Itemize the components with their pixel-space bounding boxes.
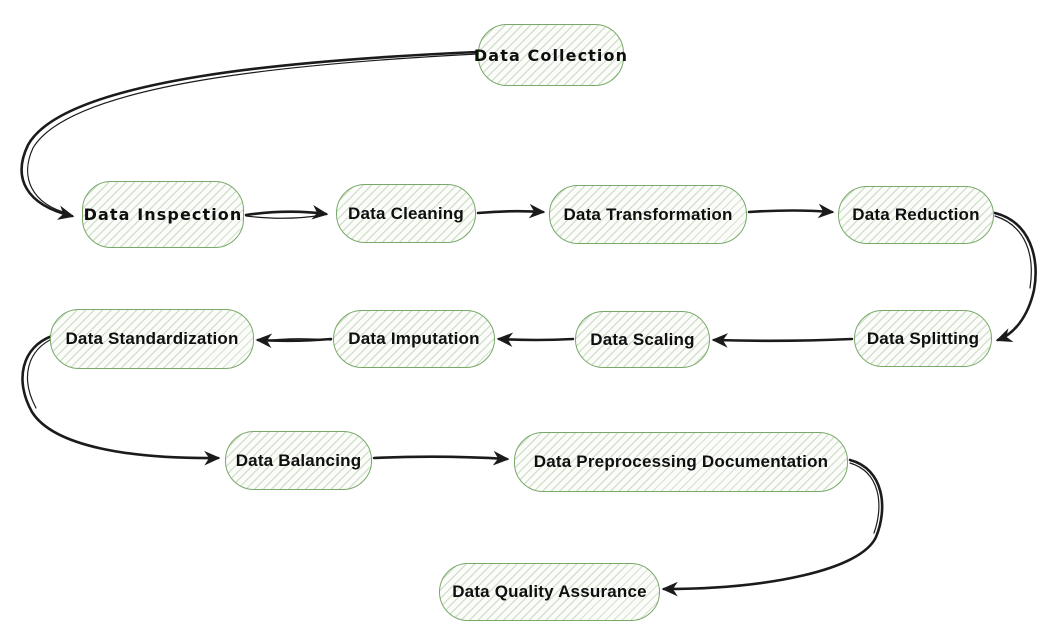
node-data-collection: Data Collection (474, 24, 627, 86)
node-data-quality-assurance-label: Data Quality Assurance (452, 582, 647, 601)
node-data-cleaning: Data Cleaning (336, 184, 476, 243)
node-data-inspection-label: Data Inspection (83, 205, 243, 224)
edge-inspection-to-cleaning-sketch (245, 214, 323, 219)
edge-balancing-to-documentation (372, 450, 510, 466)
node-data-preprocessing-documentation: Data Preprocessing Documentation (514, 432, 848, 492)
node-data-cleaning-label: Data Cleaning (348, 203, 464, 223)
edge-documentation-to-quality-sketch (849, 462, 880, 534)
node-data-standardization-label: Data Standardization (65, 329, 239, 348)
node-data-reduction-label: Data Reduction (852, 205, 980, 224)
node-data-transformation: Data Transformation (549, 185, 747, 244)
edge-reduction-to-splitting-sketch (994, 215, 1032, 289)
edge-standardization-to-balancing-sketch (27, 337, 55, 409)
edge-reduction-to-splitting (993, 211, 1037, 342)
edge-imputation-to-standardization-sketch (260, 338, 332, 342)
node-data-scaling-label: Data Scaling (590, 329, 695, 349)
node-data-imputation-label: Data Imputation (348, 329, 480, 348)
node-data-transformation-label: Data Transformation (563, 204, 733, 224)
node-data-imputation: Data Imputation (333, 310, 495, 368)
node-data-balancing: Data Balancing (225, 431, 372, 490)
node-data-quality-assurance: Data Quality Assurance (439, 563, 660, 621)
node-data-collection-label: Data Collection (473, 45, 629, 65)
node-data-scaling: Data Scaling (575, 311, 710, 368)
node-data-preprocessing-documentation-label: Data Preprocessing Documentation (533, 452, 829, 471)
edge-scaling-to-imputation (496, 332, 575, 348)
edge-splitting-to-scaling (711, 333, 854, 348)
node-data-standardization: Data Standardization (50, 309, 254, 369)
node-data-splitting-label: Data Splitting (866, 328, 980, 348)
edge-inspection-to-cleaning (244, 204, 329, 220)
node-data-inspection: Data Inspection (82, 181, 244, 248)
edge-imputation-to-standardization (255, 333, 333, 349)
node-data-reduction: Data Reduction (838, 186, 994, 244)
edge-cleaning-to-transformation (476, 203, 546, 219)
node-data-splitting: Data Splitting (854, 310, 992, 367)
edge-transformation-to-reduction (747, 203, 835, 219)
node-data-balancing-label: Data Balancing (235, 450, 362, 470)
